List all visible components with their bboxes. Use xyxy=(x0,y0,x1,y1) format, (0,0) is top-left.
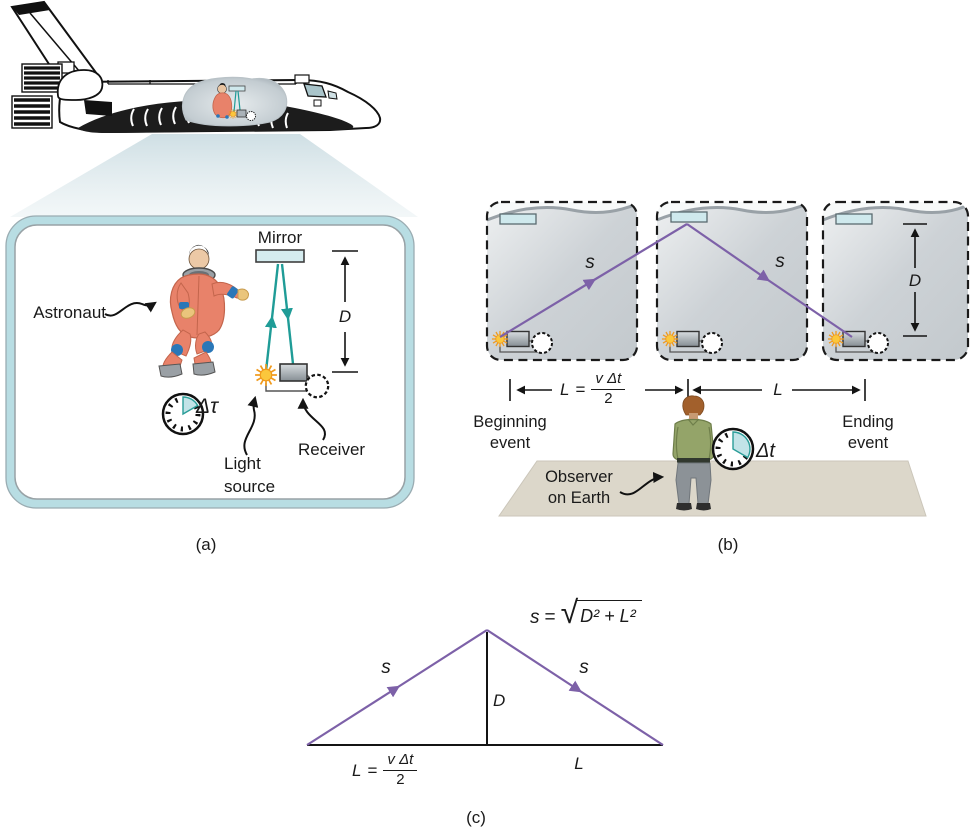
ending-event-label: Ending event xyxy=(842,413,894,452)
length-l-label-b: L xyxy=(773,380,783,399)
caption-a: (a) xyxy=(195,535,217,554)
caption-c: (c) xyxy=(466,808,486,827)
mini-clock-icon xyxy=(246,111,256,121)
base-l-label-c: L xyxy=(574,754,584,773)
beginning-event-label: Beginning event xyxy=(473,413,547,452)
astronaut-arrow xyxy=(104,301,157,317)
upper-nose-hatch xyxy=(294,74,310,84)
observer-arrow xyxy=(619,472,665,496)
mirror-icon xyxy=(499,213,537,225)
receiver-label: Receiver xyxy=(298,440,366,459)
s-label-left-b: s xyxy=(585,252,595,273)
s-label-right-b: s xyxy=(775,251,785,272)
height-d-label-c: D xyxy=(493,691,506,710)
cabin-cutaway xyxy=(182,76,288,127)
caption-b: (b) xyxy=(717,535,739,554)
mirror-icon xyxy=(835,213,873,225)
radicand: D² + L² xyxy=(577,600,642,628)
light-cone xyxy=(10,134,418,217)
shuttle-box-1 xyxy=(485,200,639,362)
equals-sign: = xyxy=(544,607,556,628)
mirror-icon xyxy=(670,211,708,223)
mini-astronaut xyxy=(212,83,233,119)
shuttle-box-3 xyxy=(821,200,970,362)
equals-sign: = xyxy=(367,760,378,780)
distance-d-label-b: D xyxy=(908,271,922,290)
fraction-numerator: v Δt xyxy=(383,751,418,772)
radical-sign: √ xyxy=(560,594,579,630)
dilated-time-label: Δt xyxy=(756,440,775,462)
dimension-D-b xyxy=(903,223,927,337)
fraction-denominator: 2 xyxy=(604,390,613,408)
cockpit-window-small xyxy=(327,90,338,100)
nose-detail xyxy=(313,99,322,107)
receiver-arrow xyxy=(297,397,326,441)
equals-sign: = xyxy=(575,379,586,399)
astronaut-label: Astronaut xyxy=(33,303,106,322)
observer-label: Observer on Earth xyxy=(545,468,613,507)
space-shuttle xyxy=(10,0,382,134)
astronaut-figure xyxy=(158,244,249,378)
length-lhs: L xyxy=(560,379,570,399)
light-source-arrow xyxy=(243,395,259,456)
mirror-label: Mirror xyxy=(257,228,303,247)
mini-light-path xyxy=(233,90,241,113)
shuttle-box-2 xyxy=(655,200,809,362)
light-path-b xyxy=(499,223,853,338)
fraction-numerator: v Δt xyxy=(591,370,626,391)
receiver-clock-icon xyxy=(304,373,330,399)
distance-d-label-a: D xyxy=(338,307,352,326)
length-lhs: L xyxy=(352,760,362,780)
fraction: v Δt 2 xyxy=(591,370,626,408)
equation-lhs: s xyxy=(530,607,540,628)
observer-figure xyxy=(672,395,715,511)
s-label-left-c: s xyxy=(381,657,391,678)
base-equation-c: L = v Δt 2 xyxy=(352,751,418,789)
oms-pod xyxy=(56,69,104,101)
body-flap xyxy=(84,100,112,116)
proper-time-clock-icon xyxy=(161,392,205,436)
cockpit-window xyxy=(303,83,327,98)
length-equation-b: L = v Δt 2 xyxy=(560,370,626,408)
triangle-diagram xyxy=(306,629,664,746)
fraction-denominator: 2 xyxy=(396,771,405,789)
proper-time-label: Δτ xyxy=(196,395,218,418)
mirror-icon xyxy=(255,249,305,263)
mini-receiver xyxy=(236,109,247,118)
s-label-right-c: s xyxy=(579,657,589,678)
earth-clock-icon xyxy=(711,427,755,471)
fraction: v Δt 2 xyxy=(383,751,418,789)
mini-mirror-icon xyxy=(228,85,246,92)
dimension-D-a xyxy=(332,250,358,373)
label-arrows-a xyxy=(104,301,326,456)
receiver-box xyxy=(279,363,308,382)
engine-nozzles xyxy=(11,63,63,129)
hypotenuse-equation: s = √ D² + L² xyxy=(530,594,642,630)
ground xyxy=(498,460,927,517)
light-source-label: Light source xyxy=(224,454,276,496)
light-path-a xyxy=(264,263,295,372)
